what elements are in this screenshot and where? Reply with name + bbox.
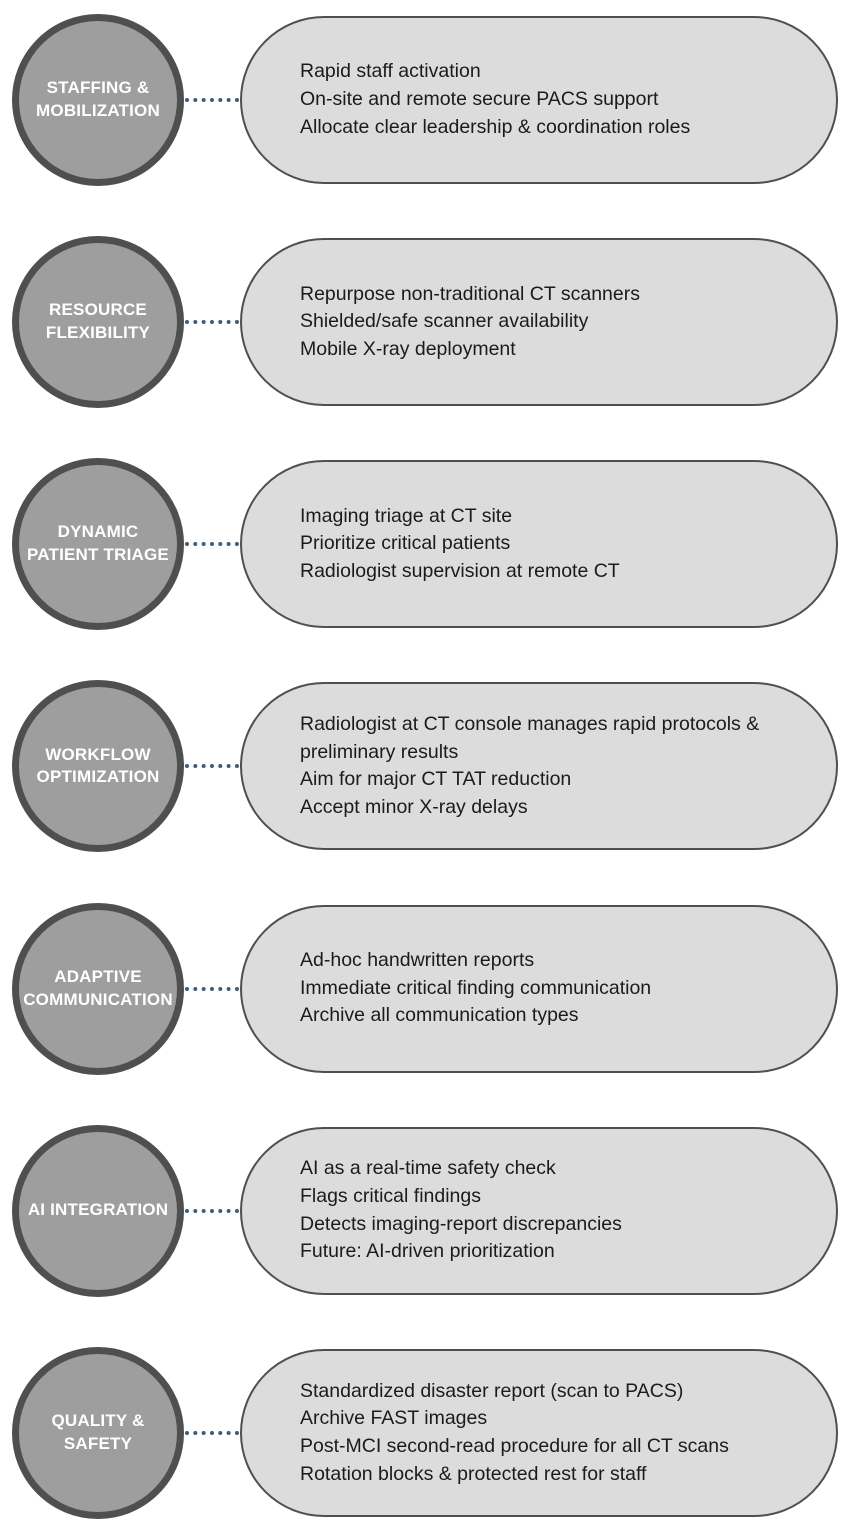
category-label: RESOURCE FLEXIBILITY [45, 300, 151, 343]
detail-item: Flags critical findings [300, 1185, 481, 1208]
dotted-connector [185, 320, 239, 325]
diagram-row: WORKFLOW OPTIMIZATION Radiologist at CT … [12, 680, 838, 853]
detail-item: On-site and remote secure PACS support [300, 88, 659, 111]
category-circle: QUALITY & SAFETY [12, 1346, 184, 1519]
detail-item: Ad-hoc handwritten reports [300, 949, 535, 972]
detail-item: Archive FAST images [300, 1407, 488, 1430]
dotted-connector [185, 1208, 239, 1213]
detail-item: Prioritize critical patients [300, 532, 511, 555]
detail-item: Radiologist at CT console manages rapid … [300, 713, 760, 763]
diagram-row: ADAPTIVE COMMUNICATION Ad-hoc handwritte… [12, 902, 838, 1075]
detail-item: AI as a real-time safety check [300, 1157, 556, 1180]
detail-item: Post-MCI second-read procedure for all C… [300, 1434, 729, 1457]
detail-item: Standardized disaster report (scan to PA… [300, 1379, 684, 1402]
category-circle: DYNAMIC PATIENT TRIAGE [12, 458, 184, 631]
detail-item: Future: AI-driven prioritization [300, 1240, 555, 1263]
category-label: DYNAMIC PATIENT TRIAGE [27, 522, 169, 565]
category-label: ADAPTIVE COMMUNICATION [23, 966, 173, 1009]
diagram-row: STAFFING & MOBILIZATION Rapid staff acti… [12, 14, 838, 186]
detail-item: Radiologist supervision at remote CT [300, 560, 620, 583]
detail-item: Immediate critical finding communication [300, 976, 652, 999]
detail-item: Imaging triage at CT site [300, 504, 513, 527]
dotted-connector [185, 986, 239, 991]
category-label: WORKFLOW OPTIMIZATION [36, 744, 160, 787]
diagram-row: DYNAMIC PATIENT TRIAGE Imaging triage at… [12, 458, 838, 631]
category-circle: STAFFING & MOBILIZATION [12, 14, 184, 186]
detail-item: Archive all communication types [300, 1004, 579, 1027]
category-circle: AI INTEGRATION [12, 1124, 184, 1297]
diagram-row: QUALITY & SAFETY Standardized disaster r… [12, 1346, 838, 1519]
detail-pill: Radiologist at CT console manages rapid … [240, 682, 838, 851]
detail-item: Allocate clear leadership & coordination… [300, 115, 691, 138]
detail-item: Rotation blocks & protected rest for sta… [300, 1462, 647, 1485]
dotted-connector [185, 764, 239, 769]
detail-item: Shielded/safe scanner availability [300, 310, 589, 333]
detail-item: Detects imaging-report discrepancies [300, 1212, 622, 1235]
dotted-connector [185, 98, 239, 102]
category-label: AI INTEGRATION [27, 1200, 169, 1220]
category-circle: ADAPTIVE COMMUNICATION [12, 902, 184, 1075]
detail-item: Repurpose non-traditional CT scanners [300, 282, 640, 305]
category-circle: RESOURCE FLEXIBILITY [12, 236, 184, 409]
detail-pill: Standardized disaster report (scan to PA… [240, 1348, 838, 1517]
dotted-connector [185, 542, 239, 547]
diagram-row: RESOURCE FLEXIBILITY Repurpose non-tradi… [12, 236, 838, 409]
diagram-row: AI INTEGRATION AI as a real-time safety … [12, 1124, 838, 1297]
detail-item: Aim for major CT TAT reduction [300, 768, 572, 791]
category-label: QUALITY & SAFETY [51, 1411, 145, 1453]
category-circle: WORKFLOW OPTIMIZATION [12, 680, 184, 853]
category-label: STAFFING & MOBILIZATION [36, 78, 160, 120]
detail-item: Rapid staff activation [300, 60, 481, 83]
detail-item: Mobile X-ray deployment [300, 338, 516, 360]
dotted-connector [185, 1430, 239, 1435]
detail-item: Accept minor X-ray delays [300, 796, 528, 819]
